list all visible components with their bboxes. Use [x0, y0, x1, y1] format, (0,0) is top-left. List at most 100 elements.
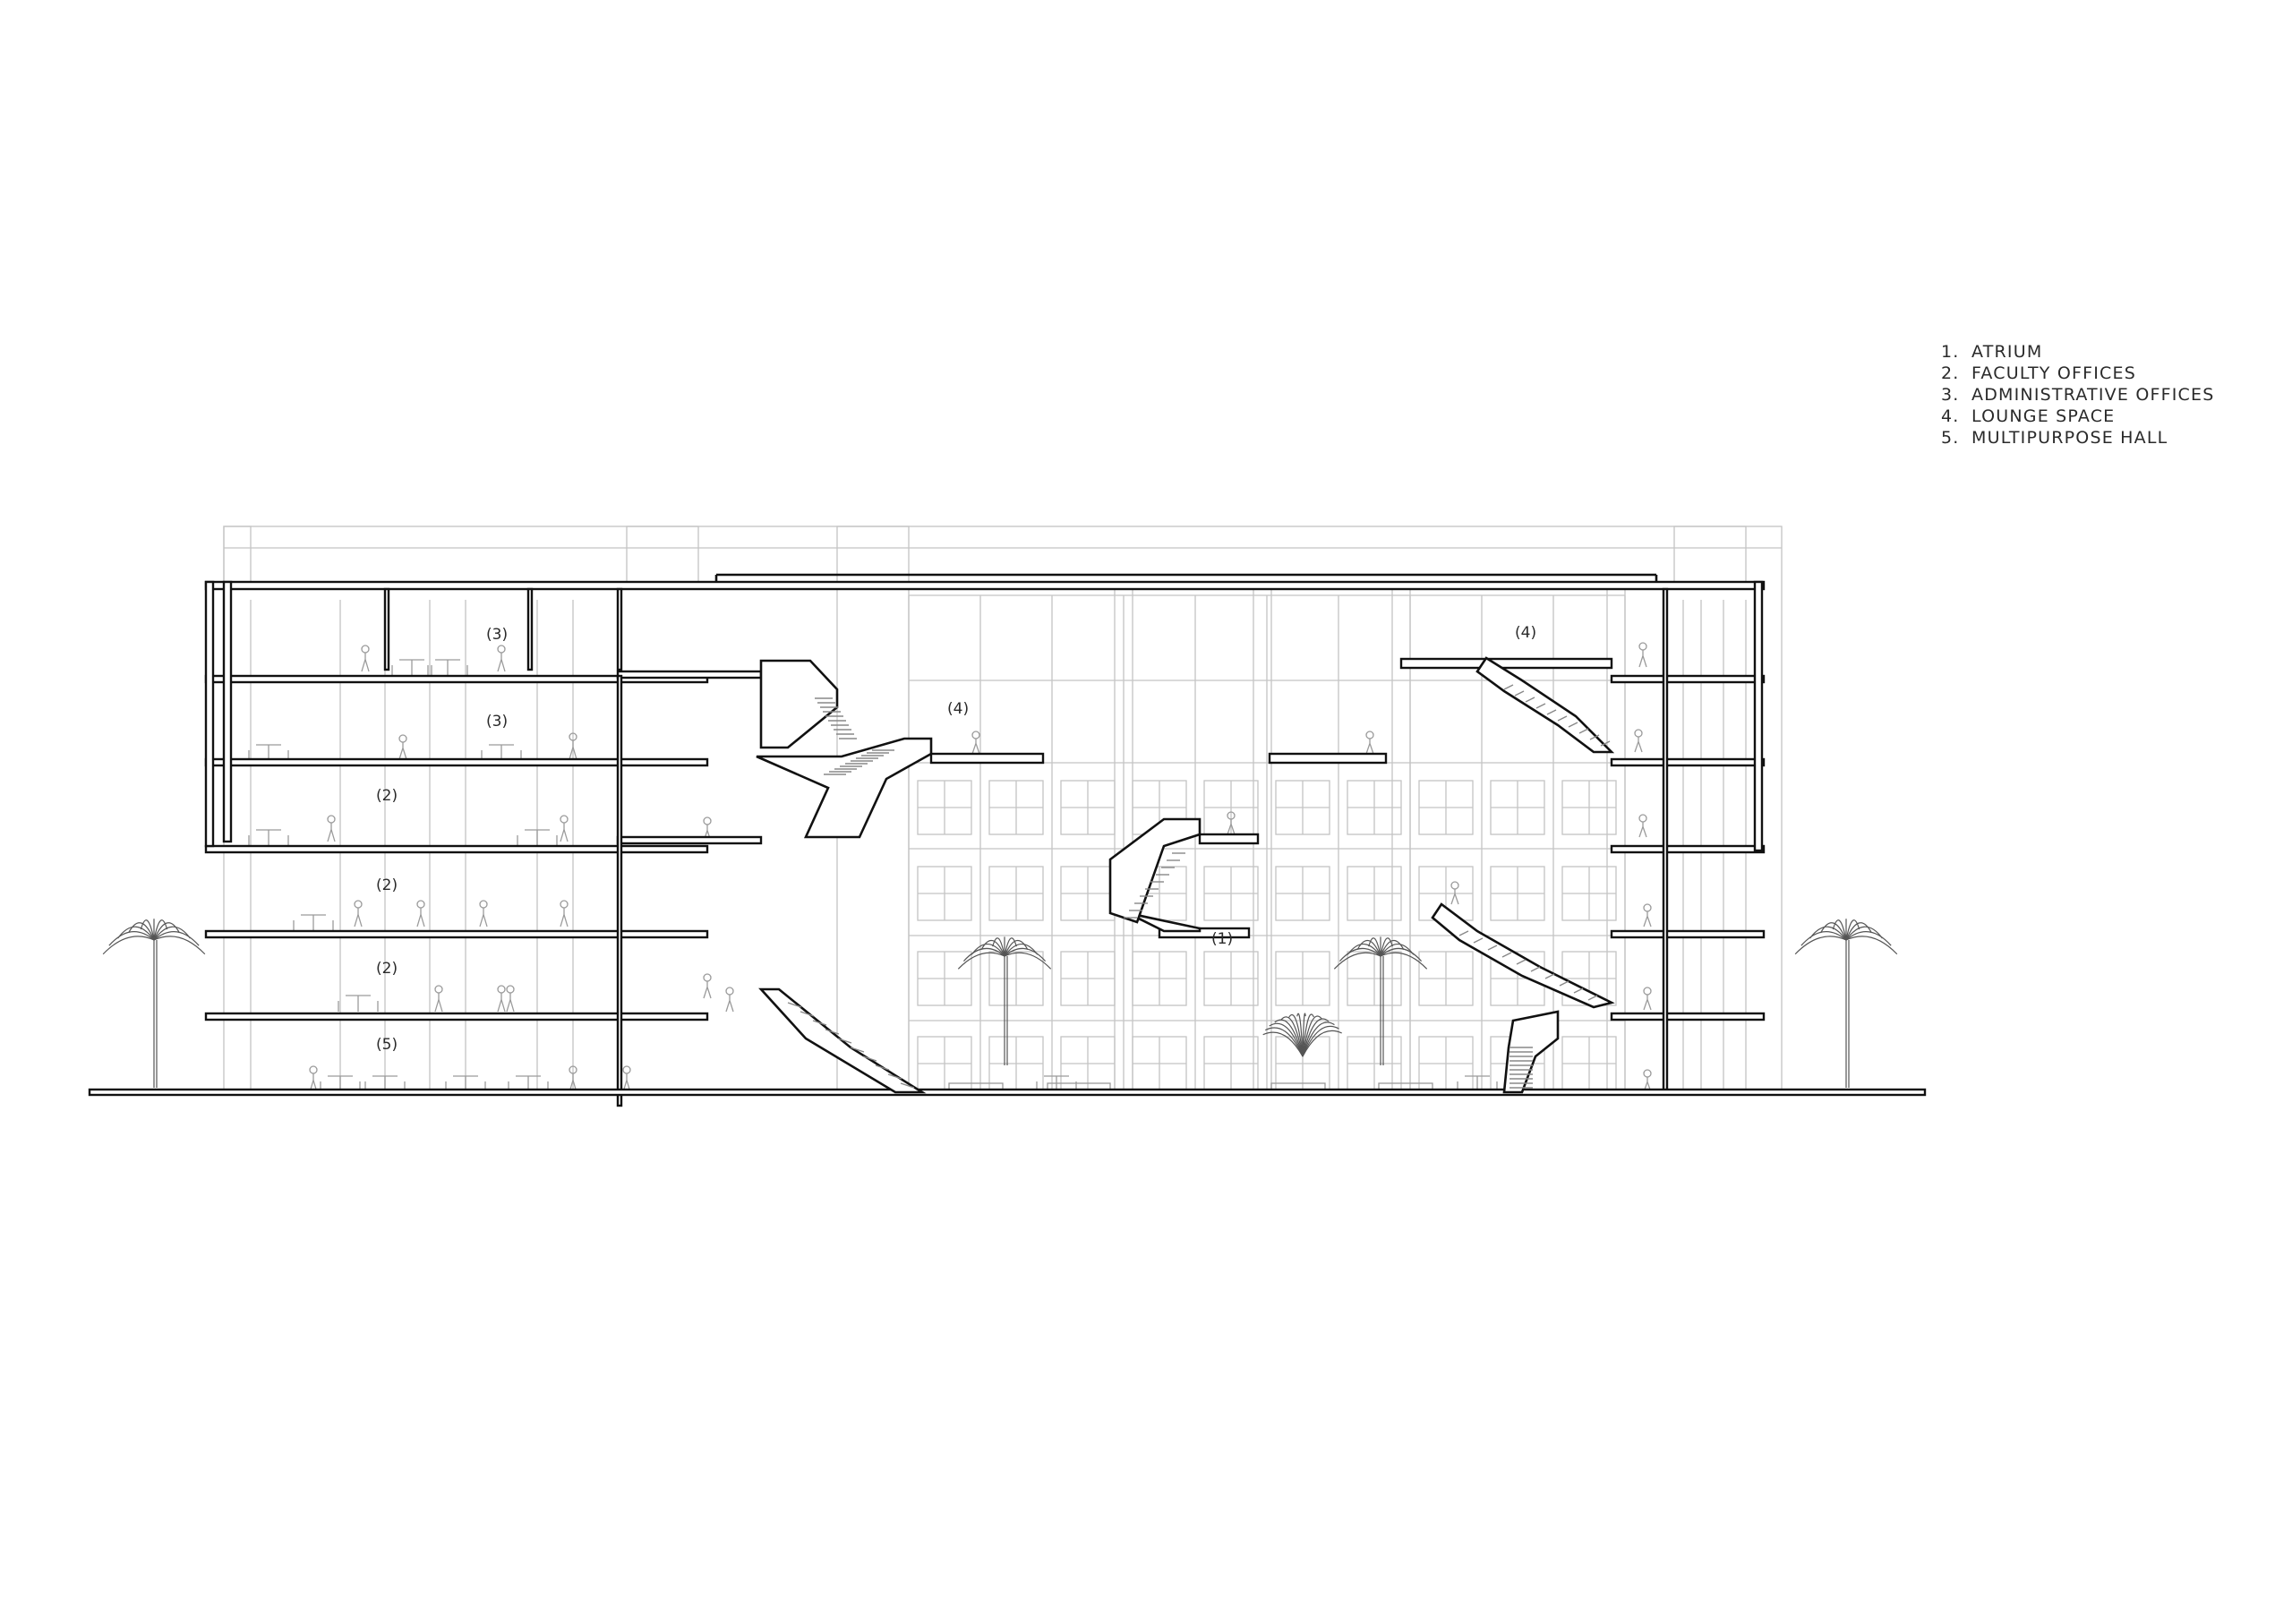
person-leg — [729, 1000, 734, 1013]
legend-number: 5. — [1941, 428, 1960, 448]
person-head — [1450, 881, 1459, 890]
legend-number: 2. — [1941, 363, 1960, 383]
palm-frond — [153, 919, 168, 941]
person-leg — [357, 914, 363, 927]
bush-frond — [1302, 1025, 1339, 1057]
stair-tread — [812, 1020, 827, 1026]
space-label-multipurpose-hall: (5) — [376, 1036, 398, 1054]
palm-frond — [1004, 940, 1029, 957]
bush-frond — [1302, 1013, 1314, 1057]
bush-frond — [1302, 1021, 1335, 1057]
palm-frond — [102, 936, 155, 955]
legend-item-multipurpose-hall: 5. MULTIPURPOSE HALL — [1941, 427, 2214, 449]
space-label-lounge-left: (4) — [947, 700, 969, 718]
lounge-balcony — [929, 752, 1045, 765]
stair-tread — [787, 1002, 802, 1008]
space-label-admin-offices-5f: (3) — [486, 626, 508, 644]
palm-frond — [1004, 937, 1017, 957]
person-leg — [500, 999, 506, 1013]
space-label-faculty-offices-1f: (2) — [376, 960, 398, 978]
right-floor-slab — [1610, 929, 1766, 939]
bush-frond — [1302, 1030, 1342, 1057]
stair-tread — [800, 1011, 815, 1017]
space-label-lounge-right: (4) — [1515, 624, 1536, 642]
person-leg — [398, 748, 404, 760]
parapet-tower — [223, 526, 252, 590]
left-bridge-slab — [616, 835, 763, 845]
legend-number: 1. — [1941, 342, 1960, 362]
palm-frond — [1845, 926, 1883, 941]
person-head — [309, 1065, 318, 1074]
stair-tread — [1589, 734, 1600, 740]
stair-tread — [1578, 728, 1589, 734]
bush-frond — [1302, 1015, 1322, 1057]
person-head — [506, 985, 515, 994]
left-floor-slab — [204, 844, 709, 854]
bush-frond — [1296, 1013, 1304, 1057]
stair-tread — [1600, 740, 1611, 747]
person-leg — [416, 914, 422, 927]
palm-frond — [153, 931, 200, 946]
bush-frond — [1274, 1019, 1304, 1057]
partition-wall — [616, 674, 623, 1107]
person-leg — [1227, 824, 1232, 835]
space-labels: (3) (3) (2) (2) (2) (5) (4) (4) (1) — [376, 624, 1536, 1054]
person-head — [1638, 814, 1647, 823]
left-exterior-wall — [222, 580, 233, 843]
palm-frond — [1794, 936, 1847, 955]
partition-wall — [383, 587, 390, 671]
palm-frond — [1845, 922, 1872, 941]
roof-parapets — [223, 526, 1782, 590]
person-head — [398, 734, 407, 743]
parapet-tower — [626, 526, 699, 590]
stair-flight — [1108, 817, 1202, 924]
palm-frond — [1380, 952, 1428, 970]
palm-frond — [1809, 926, 1847, 941]
atrium-stairs — [756, 656, 1615, 1094]
palm-frond — [153, 926, 191, 941]
right-exterior-wall — [1753, 580, 1764, 852]
person-head — [416, 900, 425, 909]
person-head — [361, 645, 370, 654]
legend-label: ATRIUM — [1971, 342, 2043, 362]
person-head — [1643, 903, 1652, 912]
person-head — [1638, 642, 1647, 651]
parapet-tower — [836, 526, 910, 590]
stair-tread — [1544, 973, 1555, 979]
person-leg — [971, 743, 977, 755]
stair-tread — [825, 1029, 840, 1035]
stair-flight — [756, 737, 933, 839]
palm-frond — [1832, 919, 1847, 941]
person-leg — [497, 659, 502, 672]
bush-frond — [1269, 1022, 1304, 1057]
left-floor-slab — [204, 929, 709, 939]
person-leg — [560, 914, 565, 927]
stair-tread — [1516, 959, 1527, 965]
palm-frond — [108, 931, 155, 946]
legend-number: 3. — [1941, 385, 1960, 405]
legend-label: MULTIPURPOSE HALL — [1971, 428, 2168, 448]
right-floor-slab — [1610, 757, 1766, 767]
person-head — [971, 731, 980, 739]
floor-slabs-cut — [88, 573, 1927, 1107]
person-leg — [560, 829, 565, 842]
stair-tread — [1514, 690, 1525, 697]
palm-trees — [102, 919, 1898, 1088]
legend-item-faculty-offices: 2.FACULTY OFFICES — [1941, 363, 2214, 384]
person-leg — [354, 914, 359, 927]
palm-frond — [1004, 952, 1052, 970]
ground-line — [88, 1088, 1927, 1097]
partition-wall — [526, 587, 534, 671]
palm-frond — [1356, 940, 1381, 957]
landing-balcony — [1158, 927, 1251, 939]
person-leg — [563, 914, 569, 927]
lounge-balcony-upper — [1399, 657, 1613, 670]
stair-tread — [1546, 709, 1557, 715]
person-leg — [420, 914, 425, 927]
stair-flight — [1431, 902, 1615, 1009]
legend-item-lounge-space: 4.LOUNGE SPACE — [1941, 406, 2214, 427]
partition-wall — [616, 587, 623, 671]
person-head — [1643, 987, 1652, 996]
person-leg — [1369, 743, 1374, 755]
stair-flight — [1127, 911, 1202, 933]
